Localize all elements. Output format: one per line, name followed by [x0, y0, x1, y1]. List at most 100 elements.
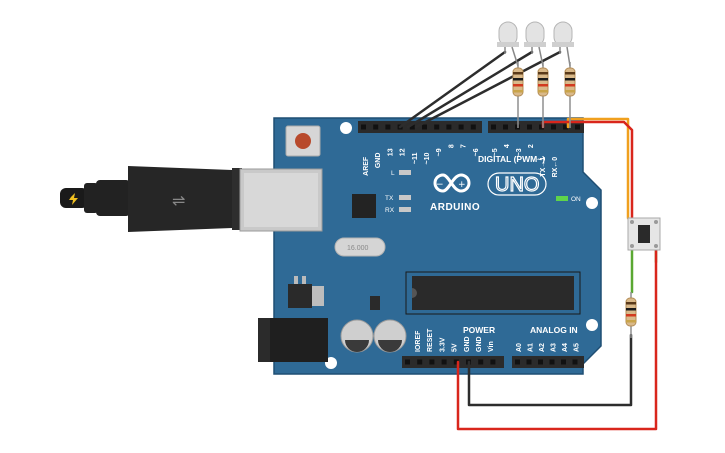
header-hole [527, 124, 532, 130]
power-header: POWER IOREF RESET 3.3V 5V GND GND Vin [402, 325, 504, 368]
digital-pin-label: ~10 [424, 152, 431, 164]
power-pin-label: 5V [452, 343, 459, 352]
capacitor-1 [340, 319, 374, 353]
header-hole [490, 359, 496, 365]
digital-pin-label: ~5 [492, 148, 499, 156]
power-jack [258, 318, 328, 362]
svg-text:16.000: 16.000 [347, 245, 369, 252]
svg-text:+: + [458, 180, 466, 190]
rx-label: RX [385, 207, 395, 214]
header-hole [422, 124, 427, 130]
analog-pin-label: A1 [528, 343, 535, 352]
header-hole [441, 359, 447, 365]
arduino-board: 16.000 L TX RX ON − + UNO ARDUINO [239, 117, 602, 375]
power-label: POWER [463, 325, 495, 335]
resistor-3 [564, 62, 576, 128]
header-hole [417, 359, 423, 365]
wire-led1-gnd [398, 50, 507, 129]
digital-pin-label: GND [375, 153, 382, 169]
model-label: UNO [495, 174, 539, 196]
digital-pin-label: ~6 [473, 148, 480, 156]
power-pin-label: 3.3V [439, 337, 446, 352]
usb-cable: ⇌ [60, 166, 242, 232]
usb-chip [352, 194, 376, 218]
header-hole [409, 124, 415, 130]
wire-led2-gnd [406, 50, 534, 129]
analog-pin-label: A2 [539, 343, 546, 352]
analog-label: ANALOG IN [530, 325, 578, 335]
header-hole [515, 359, 520, 365]
header-hole [572, 359, 578, 365]
digital-pin-label: TX→1 [540, 157, 547, 177]
power-pin-label: Vin [488, 341, 495, 352]
led-2 [524, 21, 546, 67]
digital-pin-label: ~9 [436, 148, 443, 156]
lightning-icon [69, 193, 78, 205]
wire-led3-gnd [414, 50, 562, 129]
header-hole [361, 124, 366, 130]
header-hole [491, 124, 496, 130]
digital-pin-label: 7 [461, 144, 468, 148]
header-hole [503, 124, 508, 130]
reset-button[interactable] [285, 125, 321, 157]
crystal-oscillator: 16.000 [334, 237, 386, 257]
digital-label: DIGITAL (PWM~) [478, 154, 545, 164]
usb-icon: ⇌ [172, 191, 185, 210]
header-hole [434, 124, 440, 130]
analog-pin-label: A4 [562, 343, 569, 352]
header-hole [373, 124, 379, 130]
header-hole [478, 359, 484, 365]
power-pin-label: IOREF [415, 330, 422, 352]
led-1 [497, 21, 519, 67]
header-hole [539, 124, 544, 130]
tx-label: TX [385, 195, 394, 202]
digital-pin-label: 13 [387, 148, 394, 156]
header-hole [551, 124, 556, 130]
svg-text:−: − [436, 180, 444, 190]
arduino-logo: − + UNO ARDUINO [430, 172, 547, 213]
on-label: ON [571, 196, 581, 203]
digital-pin-label: ~3 [516, 148, 523, 156]
pushbutton[interactable] [627, 217, 661, 251]
power-pin-label: GND [476, 336, 483, 352]
resistor-4 [625, 292, 637, 338]
digital-pin-label: 4 [504, 144, 511, 148]
header-hole [385, 124, 391, 130]
led-tx [399, 195, 411, 200]
analog-pin-label: A3 [551, 343, 558, 352]
header-hole [453, 359, 459, 365]
wire-5v-return [456, 248, 658, 431]
analog-pin-label: A5 [574, 343, 581, 352]
led-3 [552, 21, 574, 67]
digital-pin-label: 12 [400, 148, 407, 156]
header-hole [446, 124, 452, 130]
analog-header: ANALOG IN A0 A1 A2 A3 A4 A5 [512, 325, 584, 368]
resistor-1 [512, 62, 524, 128]
digital-pin-label: RX←0 [552, 157, 559, 178]
led-l [399, 170, 411, 175]
analog-pin-label: A0 [516, 343, 523, 352]
voltage-regulator [288, 276, 324, 308]
wires [398, 50, 658, 431]
l-label: L [391, 170, 395, 177]
power-pin-label: RESET [427, 328, 434, 352]
header-hole [561, 359, 566, 365]
digital-pin-label: ~11 [412, 153, 419, 165]
header-hole [549, 359, 555, 365]
digital-pin-label: 8 [448, 144, 455, 148]
power-pin-label: GND [464, 336, 471, 352]
header-hole [575, 124, 580, 130]
small-ic [370, 296, 380, 310]
power-led [556, 196, 568, 201]
digital-pin-label: 2 [528, 144, 535, 148]
brand-label: ARDUINO [430, 202, 480, 213]
header-hole [538, 359, 543, 365]
resistor-2 [537, 62, 549, 128]
header-hole [429, 359, 435, 365]
capacitor-2 [373, 319, 407, 353]
header-hole [470, 124, 476, 130]
atmega-chip [405, 271, 581, 315]
header-hole [458, 124, 464, 130]
